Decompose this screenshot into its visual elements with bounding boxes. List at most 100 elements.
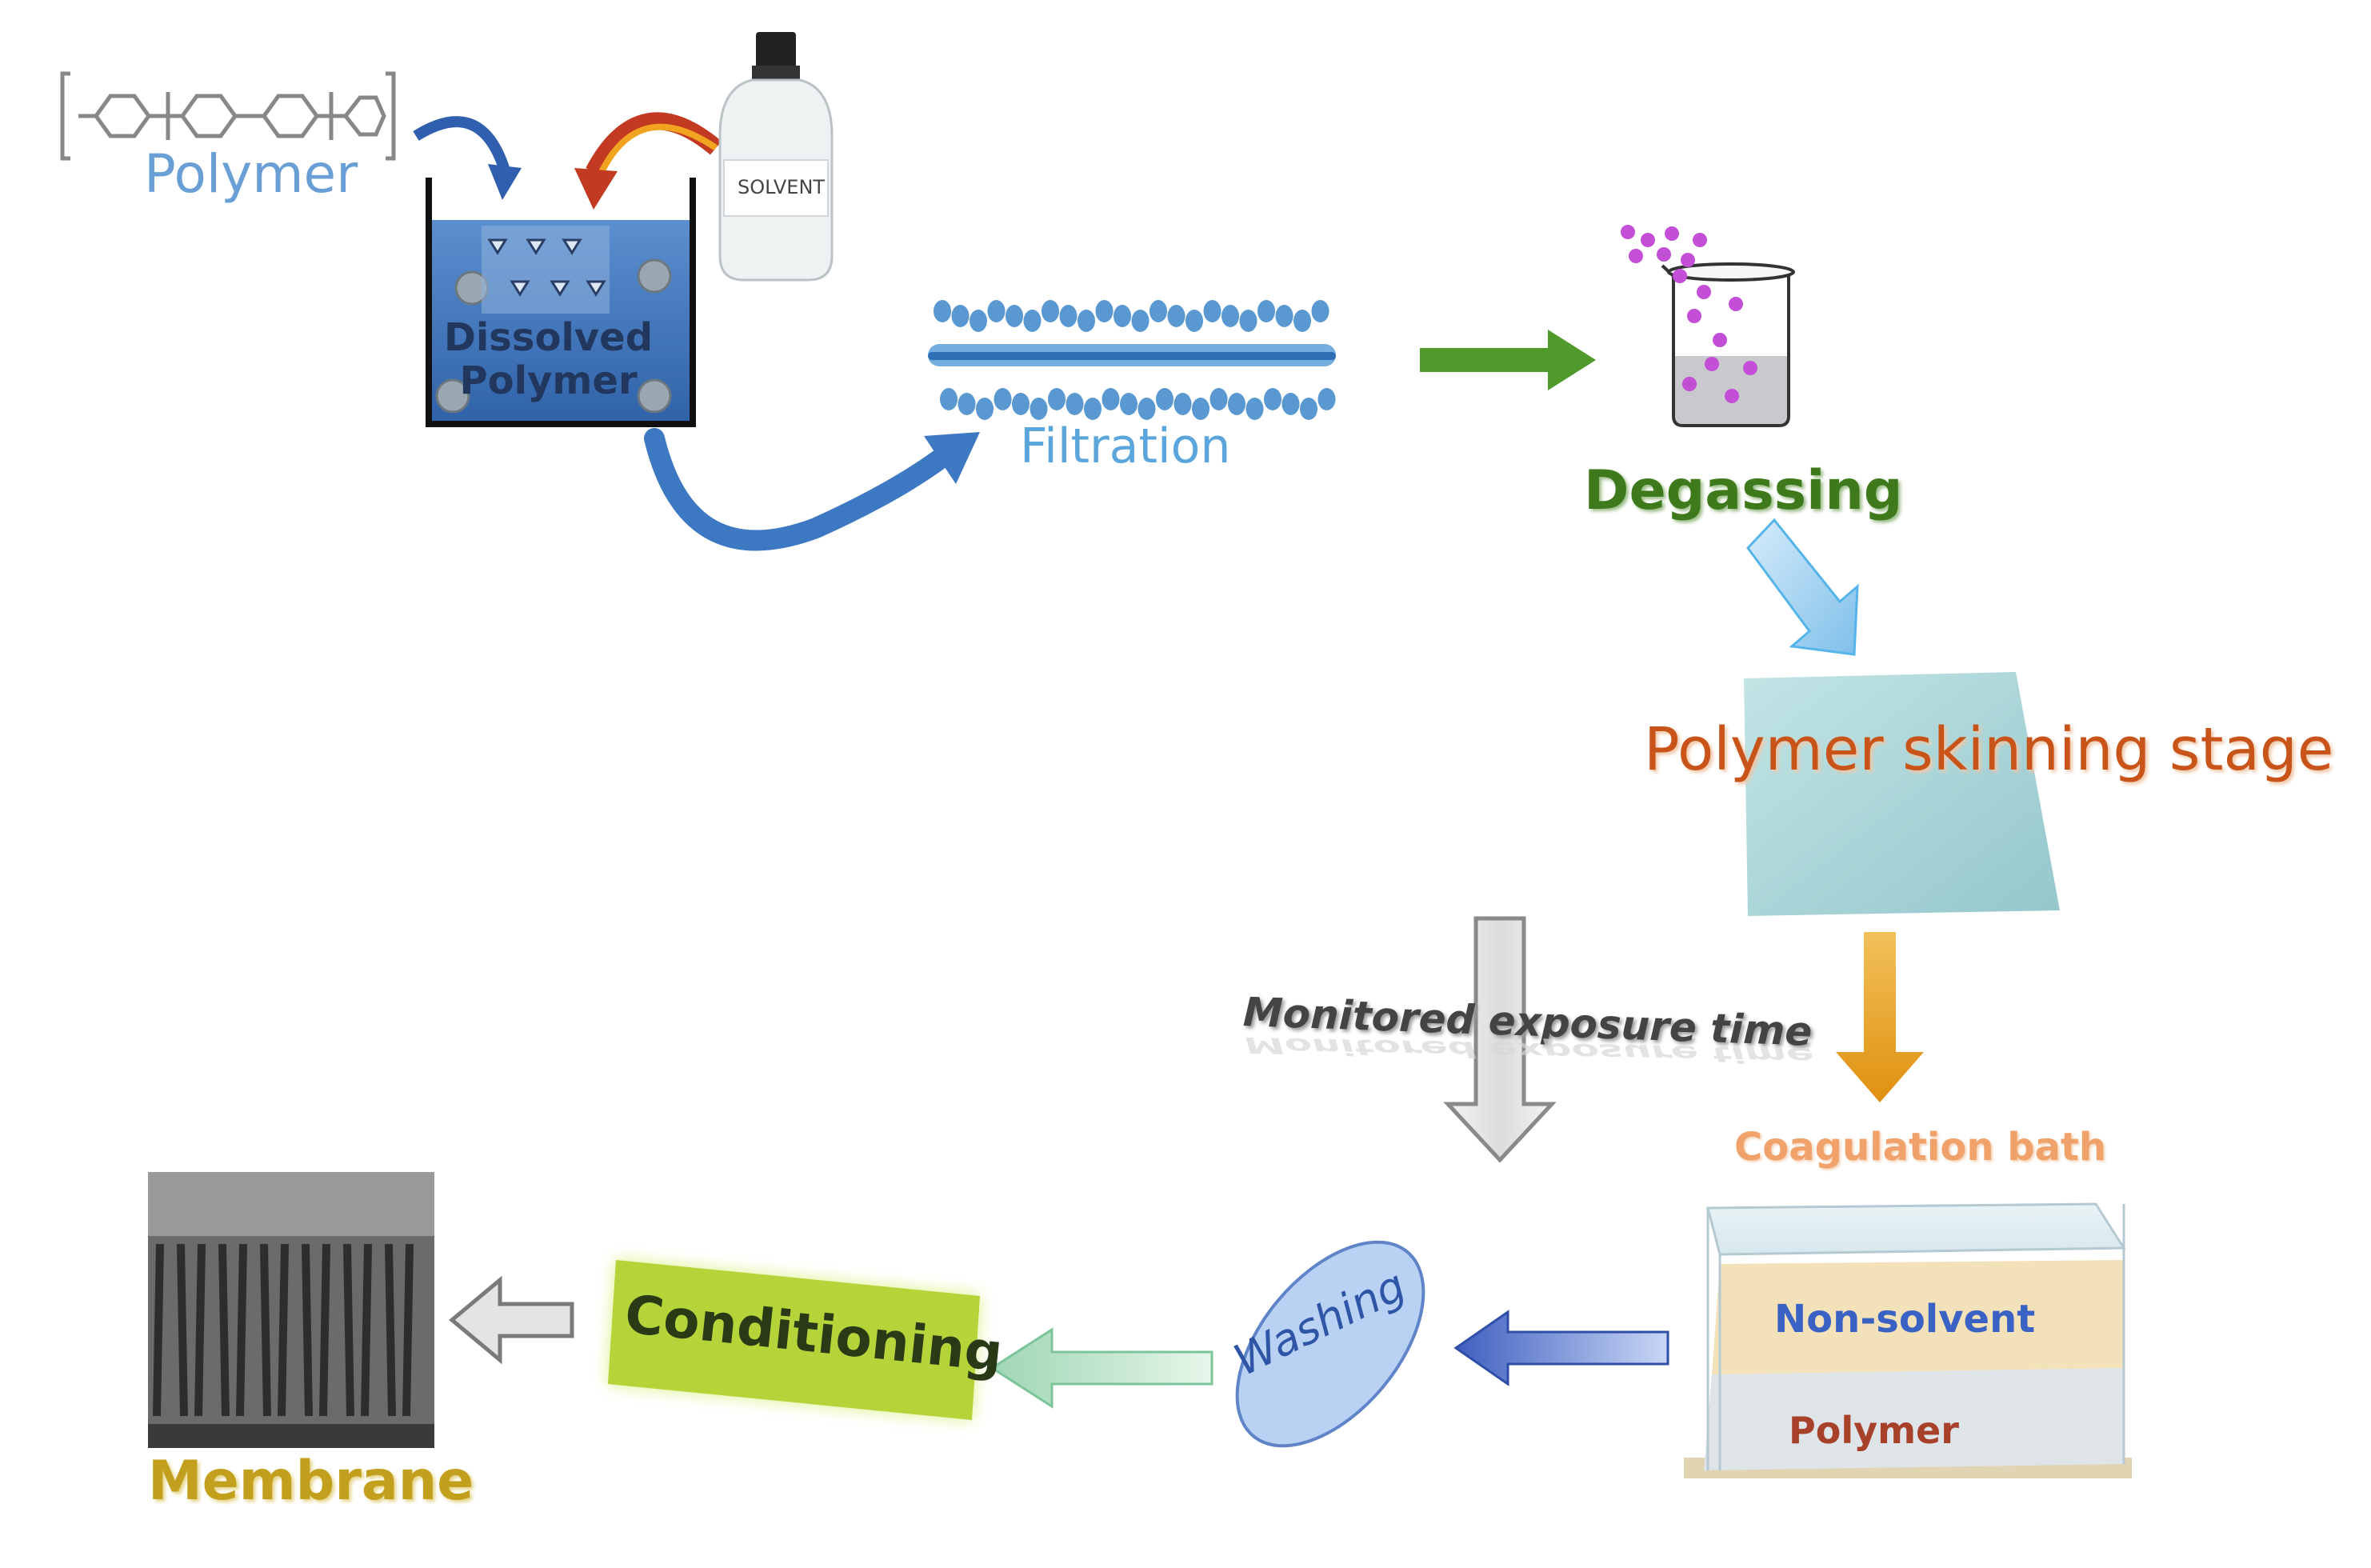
filter-particle (1174, 393, 1192, 415)
gas-bubble (1705, 357, 1719, 371)
gas-bubble (1629, 249, 1643, 263)
filter-particle (934, 300, 951, 322)
filter-particle (1245, 398, 1264, 420)
membrane-pore (278, 1243, 289, 1417)
membrane-pore (236, 1243, 247, 1417)
exposure-time-arrow (1443, 916, 1557, 1163)
membrane-sem-image (148, 1172, 434, 1448)
filter-particle (1228, 393, 1245, 415)
add-polymer-arrow (413, 116, 510, 170)
filter-particle (1281, 393, 1300, 415)
filter-particle (1192, 398, 1209, 420)
dissolution-tank-icon (426, 178, 696, 427)
bath-polymer-label: Polymer (1789, 1409, 1959, 1452)
filter-particle (1186, 310, 1203, 332)
filter-particle (1264, 388, 1281, 410)
membrane-pore (319, 1243, 330, 1417)
filter-particle (1059, 305, 1078, 327)
filter-particle (970, 310, 987, 332)
coagulation-to-washing-arrow (1453, 1310, 1669, 1386)
filter-particle (1114, 305, 1131, 327)
dissolved-line2: Polymer (459, 358, 638, 403)
filter-particle (940, 388, 958, 410)
membrane-pore (343, 1243, 354, 1417)
gas-bubble (1693, 233, 1707, 247)
filter-particle (1203, 300, 1221, 322)
gas-bubble (1687, 309, 1701, 323)
polymer-label: Polymer (144, 143, 358, 205)
membrane-pore (194, 1243, 206, 1417)
filter-particle (1042, 300, 1059, 322)
filter-particle (1257, 300, 1275, 322)
membrane-pore (218, 1243, 230, 1417)
degassing-to-skinning-arrow (1746, 518, 1859, 656)
filtration-to-degassing-arrow (1420, 330, 1596, 390)
coagulation-bath-icon (1684, 1202, 2132, 1478)
filter-particle (1275, 305, 1293, 327)
membrane-pore (260, 1243, 271, 1417)
filter-particle (1030, 398, 1048, 420)
filter-particle (1012, 393, 1030, 415)
gas-bubble (1743, 361, 1757, 375)
filter-particle (1150, 300, 1167, 322)
dissolved-polymer-label: Dissolved Polymer (444, 316, 653, 402)
membrane-pore (402, 1243, 414, 1417)
gas-bubble (1641, 233, 1655, 247)
washing-step-shape (1235, 1240, 1425, 1448)
tank-to-filtration-arrow (644, 428, 954, 551)
gas-bubble (1665, 226, 1679, 241)
coagulation-bath-label: Coagulation bath (1734, 1125, 2107, 1170)
membrane-label: Membrane (148, 1450, 474, 1513)
filter-particle (1102, 388, 1120, 410)
filter-particle (976, 398, 994, 420)
filter-particle (1131, 310, 1150, 332)
skinning-to-coagulation-arrow (1836, 932, 1924, 1102)
filter-particle (1317, 388, 1336, 410)
skinning-stage-label: Polymer skinning stage (1644, 715, 2334, 784)
solvent-label: SOLVENT (738, 176, 826, 198)
gas-bubble (1713, 333, 1727, 347)
membrane-pore (385, 1243, 396, 1417)
membrane-pore (177, 1243, 188, 1417)
filter-particle (1300, 398, 1317, 420)
membrane-pore (153, 1243, 164, 1417)
filter-particle (1156, 388, 1174, 410)
dissolved-line1: Dissolved (444, 315, 654, 360)
filter-particle (987, 300, 1006, 322)
filter-particle (1120, 393, 1138, 415)
filter-particle (1078, 310, 1095, 332)
filter-particle (1293, 310, 1311, 332)
gas-bubble (1729, 297, 1743, 311)
filtration-membrane-icon (928, 300, 1336, 420)
washing-to-conditioning-arrow (990, 1327, 1213, 1409)
filter-particle (1311, 300, 1329, 322)
filter-particle (994, 388, 1012, 410)
polymer-structure-icon (60, 71, 396, 161)
filter-particle (1209, 388, 1228, 410)
filtration-label: Filtration (1020, 418, 1231, 474)
filter-particle (1167, 305, 1186, 327)
gas-bubble (1697, 285, 1711, 299)
filter-particle (1221, 305, 1239, 327)
filter-particle (1239, 310, 1257, 332)
filter-particle (1048, 388, 1066, 410)
degassing-beaker-icon (1621, 225, 1795, 427)
conditioning-to-membrane-arrow (449, 1275, 574, 1365)
filter-particle (1095, 300, 1114, 322)
conditioning-step-box (608, 1260, 980, 1420)
filter-particle (1138, 398, 1156, 420)
membrane-pore (361, 1243, 372, 1417)
filter-particle (1066, 393, 1084, 415)
polymer-film-plate (1744, 672, 2060, 916)
filter-particle (1006, 305, 1023, 327)
gas-bubble (1681, 253, 1695, 267)
gas-bubble (1673, 269, 1687, 283)
filter-particle (951, 305, 970, 327)
filter-particle (1084, 398, 1102, 420)
membrane-pore (302, 1243, 313, 1417)
gas-bubble (1657, 247, 1671, 262)
gas-bubble (1725, 389, 1739, 403)
gas-bubble (1682, 377, 1697, 391)
solvent-bottle-icon (718, 32, 834, 282)
